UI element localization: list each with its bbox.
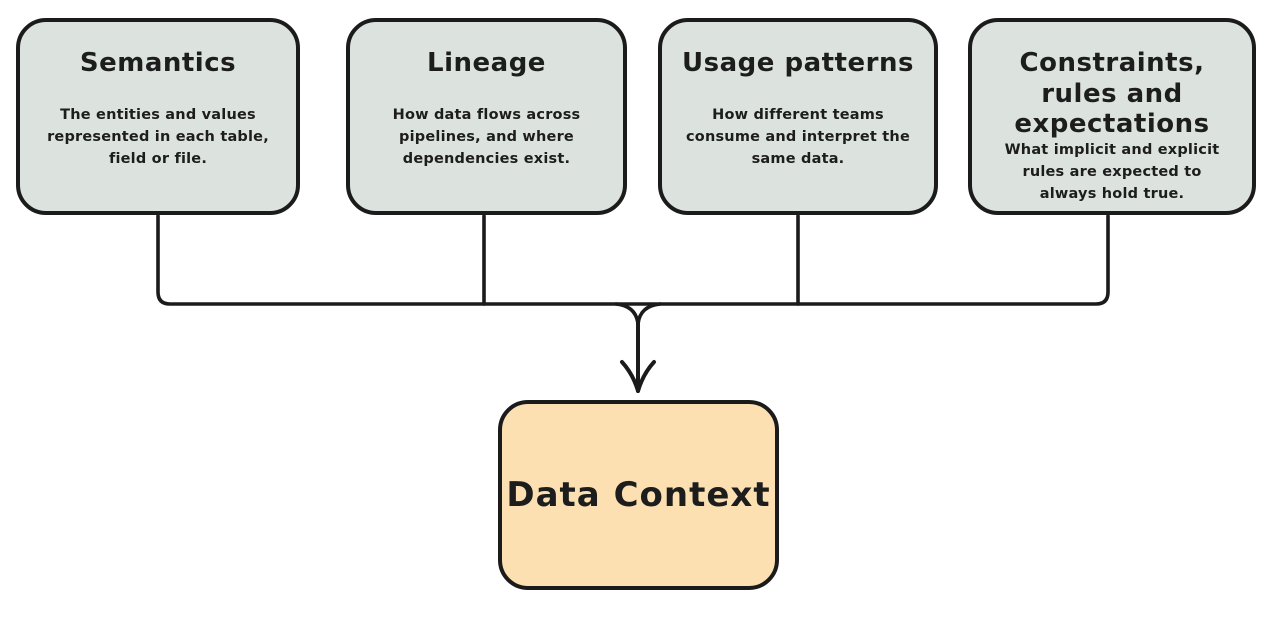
box-description-wrap: How different teams consume and interpre… xyxy=(662,79,934,211)
box-description: The entities and values represented in e… xyxy=(47,107,269,167)
box-description: How different teams consume and interpre… xyxy=(685,107,910,167)
source-box-semantics: Semantics The entities and values repres… xyxy=(16,18,300,215)
box-title: Semantics xyxy=(79,48,237,78)
box-title: Constraints, rules and expectations xyxy=(1014,48,1210,140)
source-box-constraints-rules-expectations: Constraints, rules and expectations What… xyxy=(968,18,1256,215)
source-box-lineage: Lineage How data flows across pipelines,… xyxy=(346,18,627,215)
merge-funnel-left xyxy=(614,302,640,326)
bus-line xyxy=(156,214,1110,306)
box-title: Lineage xyxy=(427,48,546,78)
box-description-wrap: What implicit and explicit rules are exp… xyxy=(972,140,1252,219)
arrowhead-icon xyxy=(620,360,656,393)
box-description-wrap: The entities and values represented in e… xyxy=(20,79,296,211)
box-description: What implicit and explicit rules are exp… xyxy=(1004,142,1220,202)
target-box-title: Data Context xyxy=(506,475,771,515)
source-box-usage-patterns: Usage patterns How different teams consu… xyxy=(658,18,938,215)
merge-funnel-right xyxy=(636,302,662,326)
target-box-data-context: Data Context xyxy=(498,400,779,590)
box-description-wrap: How data flows across pipelines, and whe… xyxy=(350,79,623,211)
box-title: Usage patterns xyxy=(682,48,914,78)
box-description: How data flows across pipelines, and whe… xyxy=(392,107,581,167)
